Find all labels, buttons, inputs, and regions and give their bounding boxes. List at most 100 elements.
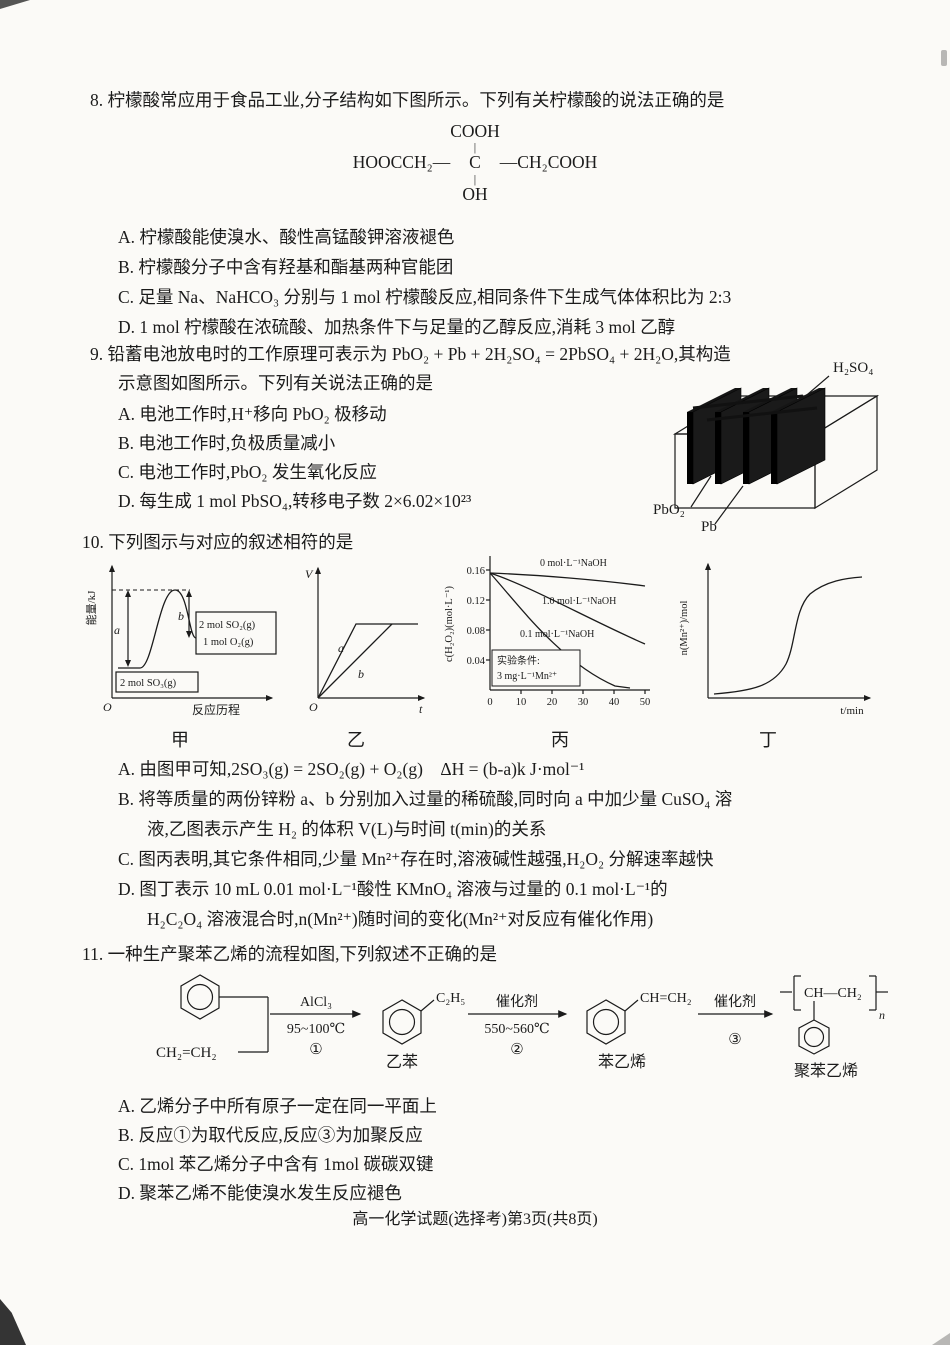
q8-options: A. 柠檬酸能使溴水、酸性高锰酸钾溶液褪色 B. 柠檬酸分子中含有羟基和酯基两种… xyxy=(118,222,731,342)
svg-text:0.16: 0.16 xyxy=(467,566,485,577)
svg-text:30: 30 xyxy=(578,697,589,708)
citric-bottom-group: OH xyxy=(462,183,488,204)
battery-electrolyte-label: H₂SO₄ xyxy=(833,360,873,376)
citric-center-column: COOH | C | OH xyxy=(450,121,500,204)
battery-right-face xyxy=(814,394,878,510)
svg-text:10: 10 xyxy=(516,697,527,708)
graph-jia-energy-diagram: 能量/kJ O 反应历程 a b 2 mol SO₂(g) 1 mol O₂(g… xyxy=(84,564,277,717)
yi-x-axis-label: t xyxy=(419,702,423,716)
polymer-repeat-unit: CH—CH₂ xyxy=(804,986,862,1001)
battery-anode-label: Pb xyxy=(701,519,717,535)
svg-text:0.12: 0.12 xyxy=(467,596,485,607)
bing-curve-label-0: 0 mol·L⁻¹NaOH xyxy=(540,558,607,569)
citric-right-group: —CH₂COOH xyxy=(499,152,598,173)
polystyrene-flow-diagram: CH₂=CH₂ AlCl₃ 95~100℃ ① C₂H₅ 乙苯 催化剂 550~… xyxy=(156,974,888,1080)
bing-condition-box xyxy=(491,649,581,687)
step2-reagent: 催化剂 xyxy=(496,994,538,1010)
q11-option-a: A. 乙烯分子中所有原子一定在同一平面上 xyxy=(118,1096,437,1116)
q9-option-d: D. 每生成 1 mol PbSO₄,转移电子数 2×6.02×10²³ xyxy=(118,491,472,511)
yi-label-b: b xyxy=(358,667,364,681)
page-footer: 高一化学试题(选择考)第3页(共8页) xyxy=(352,1211,598,1228)
scan-artifact-top-left xyxy=(0,0,30,9)
bing-curve-1.0-naoh xyxy=(489,572,646,645)
q9-stem-line1: 9. 铅蓄电池放电时的工作原理可表示为 PbO₂ + Pb + 2H₂SO₄ =… xyxy=(90,344,731,364)
q9-stem-line2: 示意图如图所示。下列有关说法正确的是 xyxy=(118,373,433,393)
svg-text:20: 20 xyxy=(547,697,558,708)
svg-text:0.08: 0.08 xyxy=(467,626,485,637)
bing-y-ticks: 0.16 0.12 0.08 0.04 xyxy=(467,566,490,667)
svg-text:0.04: 0.04 xyxy=(467,656,486,667)
jia-origin-label: O xyxy=(103,700,112,714)
q11-stem: 11. 一种生产聚苯乙烯的流程如图,下列叙述不正确的是 xyxy=(82,944,497,964)
lead-acid-battery-diagram: H₂SO₄ xyxy=(653,360,880,535)
jia-reactant-label: 2 mol SO₃(g) xyxy=(120,678,177,689)
bing-curve-label-1.0: 1.0 mol·L⁻¹NaOH xyxy=(542,596,616,607)
q9-options: A. 电池工作时,H⁺移向 PbO₂ 极移动 B. 电池工作时,负极质量减小 C… xyxy=(118,400,471,516)
ethylene-formula: CH₂=CH₂ xyxy=(156,1045,217,1061)
benzene-ring xyxy=(180,974,220,1020)
q11-option-d: D. 聚苯乙烯不能使溴水发生反应褪色 xyxy=(118,1183,402,1203)
q10-option-c: C. 图丙表明,其它条件相同,少量 Mn²⁺存在时,溶液碱性越强,H₂O₂ 分解… xyxy=(118,849,714,869)
graph-caption-ding: 丁 xyxy=(759,730,777,750)
scan-artifact-bottom-left xyxy=(0,1299,26,1345)
q11-option-c: C. 1mol 苯乙烯分子中含有 1mol 碳碳双键 xyxy=(118,1154,434,1174)
q10-option-b-line2: 液,乙图表示产生 H₂ 的体积 V(L)与时间 t(min)的关系 xyxy=(147,819,547,839)
citric-center-carbon: C xyxy=(469,152,481,173)
jia-label-b: b xyxy=(178,609,184,623)
polymer-subscript-n: n xyxy=(879,1008,885,1022)
ding-x-axis-label: t/min xyxy=(840,705,864,717)
graph-caption-jia: 甲 xyxy=(171,730,189,750)
jia-y-axis-label: 能量/kJ xyxy=(84,590,98,626)
yi-label-a: a xyxy=(338,641,344,655)
ding-y-axis-label: n(Mn²⁺)/mol xyxy=(679,601,690,656)
graph-bing-h2o2-decomposition: c(H₂O₂)(mol·L⁻¹) 0.16 0.12 0.08 0.04 0 1… xyxy=(444,556,650,708)
q10-option-a: A. 由图甲可知,2SO₃(g) = 2SO₂(g) + O₂(g) ΔH = … xyxy=(118,759,585,779)
bing-x-ticks: 0 10 20 30 40 50 xyxy=(487,690,650,708)
bing-y-axis-label: c(H₂O₂)(mol·L⁻¹) xyxy=(444,585,455,662)
styrene-label: 苯乙烯 xyxy=(598,1053,646,1071)
q8-option-b: B. 柠檬酸分子中含有羟基和酯基两种官能团 xyxy=(118,257,454,277)
jia-products-line2: 1 mol O₂(g) xyxy=(203,637,254,648)
jia-products-line1: 2 mol SO₂(g) xyxy=(199,620,256,631)
q9-option-a: A. 电池工作时,H⁺移向 PbO₂ 极移动 xyxy=(118,404,387,424)
ethylbenzene-label: 乙苯 xyxy=(386,1053,418,1071)
vinyl-group: CH=CH₂ xyxy=(640,991,692,1006)
vertical-bond: | xyxy=(473,171,477,186)
q11-options: A. 乙烯分子中所有原子一定在同一平面上 B. 反应①为取代反应,反应③为加聚反… xyxy=(118,1092,437,1208)
yi-y-axis-label: V xyxy=(305,567,314,581)
svg-text:0: 0 xyxy=(487,697,492,708)
graph-caption-bing: 丙 xyxy=(551,730,569,750)
svg-text:50: 50 xyxy=(640,697,651,708)
step2-number: ② xyxy=(510,1042,523,1058)
q9-option-c: C. 电池工作时,PbO₂ 发生氧化反应 xyxy=(118,462,377,482)
polymer-brackets xyxy=(780,975,888,1011)
bing-curve-0.1-naoh xyxy=(489,572,631,689)
graph-caption-yi: 乙 xyxy=(347,730,365,750)
benzene-ring xyxy=(586,999,626,1045)
jia-energy-curve xyxy=(118,589,197,669)
graph-yi-volume-time: V O t a b xyxy=(305,566,426,716)
step2-temperature: 550~560℃ xyxy=(484,1022,549,1037)
graph-ding-mn2-time: n(Mn²⁺)/mol t/min xyxy=(679,562,872,717)
q10-option-d-line2: H₂C₂O₄ 溶液混合时,n(Mn²⁺)随时间的变化(Mn²⁺对反应有催化作用) xyxy=(147,909,654,929)
bing-condition-line1: 实验条件: xyxy=(497,654,540,667)
bing-curve-0-naoh xyxy=(489,572,646,587)
step3-reagent: 催化剂 xyxy=(714,994,756,1010)
yi-curve-b xyxy=(317,623,393,699)
step1-reagent: AlCl₃ xyxy=(300,995,332,1010)
citric-top-group: COOH xyxy=(450,121,500,141)
q8-stem: 8. 柠檬酸常应用于食品工业,分子结构如下图所示。下列有关柠檬酸的说法正确的是 xyxy=(90,90,725,110)
q9-option-b: B. 电池工作时,负极质量减小 xyxy=(118,433,336,453)
bing-condition-line2: 3 mg·L⁻¹Mn²⁺ xyxy=(497,671,557,682)
svg-text:40: 40 xyxy=(609,697,620,708)
q10-stem: 10. 下列图示与对应的叙述相符的是 xyxy=(82,532,354,552)
q8-option-a: A. 柠檬酸能使溴水、酸性高锰酸钾溶液褪色 xyxy=(118,227,455,247)
benzene-ring xyxy=(798,1019,830,1055)
step1-number: ① xyxy=(309,1042,322,1058)
vertical-bond: | xyxy=(473,140,477,155)
battery-cathode-label: PbO₂ xyxy=(653,502,685,518)
q10-options: A. 由图甲可知,2SO₃(g) = 2SO₂(g) + O₂(g) ΔH = … xyxy=(118,754,732,934)
q10-option-b-line1: B. 将等质量的两份锌粉 a、b 分别加入过量的稀硫酸,同时向 a 中加少量 C… xyxy=(118,789,733,809)
ding-s-curve xyxy=(713,576,863,695)
battery-bus-bar xyxy=(706,406,818,422)
